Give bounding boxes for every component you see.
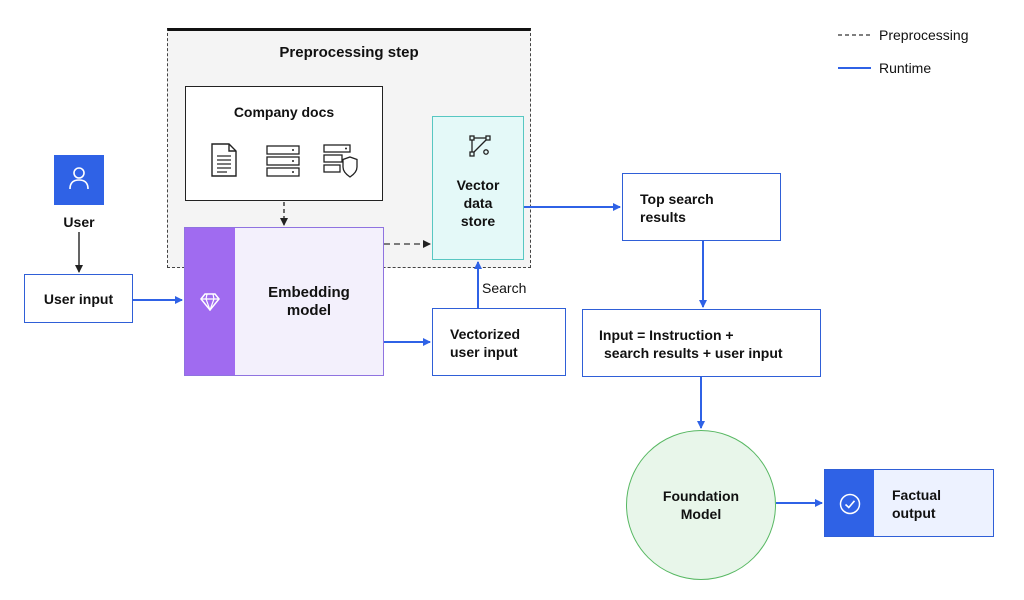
- embedding-accent-strip: [185, 228, 235, 375]
- factual-line2: output: [892, 505, 936, 521]
- vectorized-line1: Vectorized: [450, 326, 521, 342]
- user-avatar: [54, 155, 104, 205]
- embedding-line2: model: [286, 302, 332, 319]
- company-docs-box: Company docs: [185, 86, 383, 201]
- legend-runtime-label: Runtime: [879, 60, 932, 76]
- vector-store-line2: data: [463, 195, 493, 211]
- vector-store-line3: store: [460, 213, 496, 229]
- prompt-line2: search results + user input: [604, 345, 783, 361]
- database-server-icon: [266, 145, 300, 182]
- legend-dashed-line: [838, 34, 871, 36]
- preprocessing-step-title: Preprocessing step: [279, 44, 419, 61]
- factual-line1: Factual: [892, 487, 942, 503]
- foundation-line1: Foundation: [662, 488, 740, 504]
- search-label: Search: [482, 280, 527, 296]
- vector-icon: [468, 134, 492, 163]
- secure-database-icon: [323, 143, 359, 184]
- user-label: User: [63, 214, 95, 230]
- embedding-line1: Embedding: [268, 284, 350, 301]
- foundation-line2: Model: [680, 506, 722, 522]
- check-circle-icon: [839, 493, 861, 520]
- augmented-prompt-box: Input = Instruction + search results + u…: [582, 309, 821, 377]
- user-icon: [68, 165, 90, 196]
- vector-store-line1: Vector: [456, 177, 500, 193]
- user-input-box: User input: [24, 274, 133, 323]
- prompt-line1: Input = Instruction +: [599, 327, 734, 343]
- company-docs-title: Company docs: [233, 104, 335, 120]
- legend-solid-line: [838, 67, 871, 69]
- foundation-model-circle: Foundation Model: [626, 430, 776, 580]
- legend-preprocessing-label: Preprocessing: [879, 27, 969, 43]
- diamond-icon: [200, 293, 220, 316]
- top-search-results-box: Top search results: [622, 173, 781, 241]
- factual-accent-strip: [825, 470, 874, 536]
- embedding-model-box: Embedding model: [184, 227, 384, 376]
- user-input-label: User input: [43, 290, 114, 307]
- factual-output-box: Factual output: [824, 469, 994, 537]
- top-results-line2: results: [640, 209, 686, 225]
- document-icon: [210, 143, 238, 182]
- vectorized-line2: user input: [450, 344, 518, 360]
- top-results-line1: Top search: [640, 191, 714, 207]
- vectorized-user-input-box: Vectorized user input: [432, 308, 566, 376]
- vector-data-store-box: Vector data store: [432, 116, 524, 260]
